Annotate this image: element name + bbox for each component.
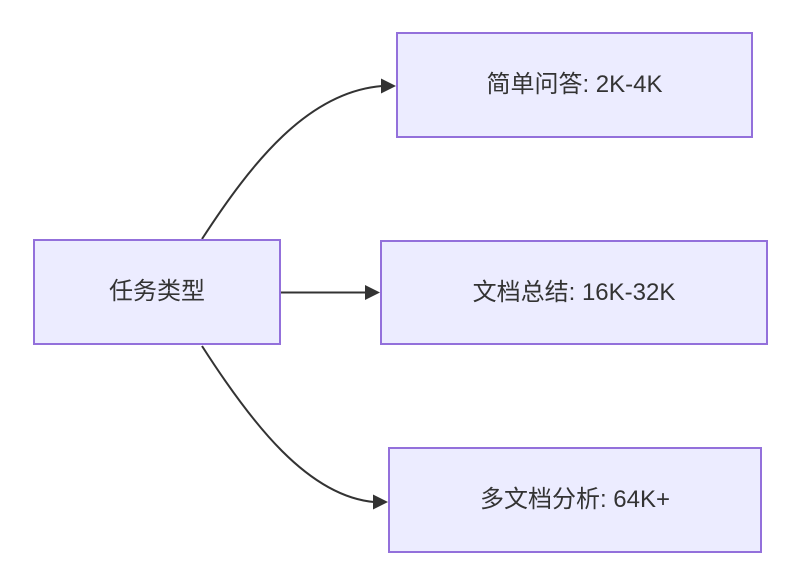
node-multi-doc-label: 多文档分析: 64K+ — [479, 486, 671, 514]
node-multi-doc: 多文档分析: 64K+ — [388, 447, 762, 553]
node-simple-qa-label: 简单问答: 2K-4K — [486, 71, 663, 99]
node-task-type: 任务类型 — [33, 239, 281, 345]
arrowhead-doc-summary-icon — [365, 285, 380, 300]
arrowhead-simple-qa-icon — [381, 78, 396, 94]
node-doc-summary: 文档总结: 16K-32K — [380, 240, 768, 345]
edge-task-to-simple-qa — [201, 85, 383, 240]
edge-task-to-multi-doc — [201, 345, 375, 503]
arrowhead-multi-doc-icon — [373, 494, 388, 510]
node-task-type-label: 任务类型 — [109, 278, 205, 306]
node-simple-qa: 简单问答: 2K-4K — [396, 32, 753, 138]
node-doc-summary-label: 文档总结: 16K-32K — [472, 278, 676, 306]
